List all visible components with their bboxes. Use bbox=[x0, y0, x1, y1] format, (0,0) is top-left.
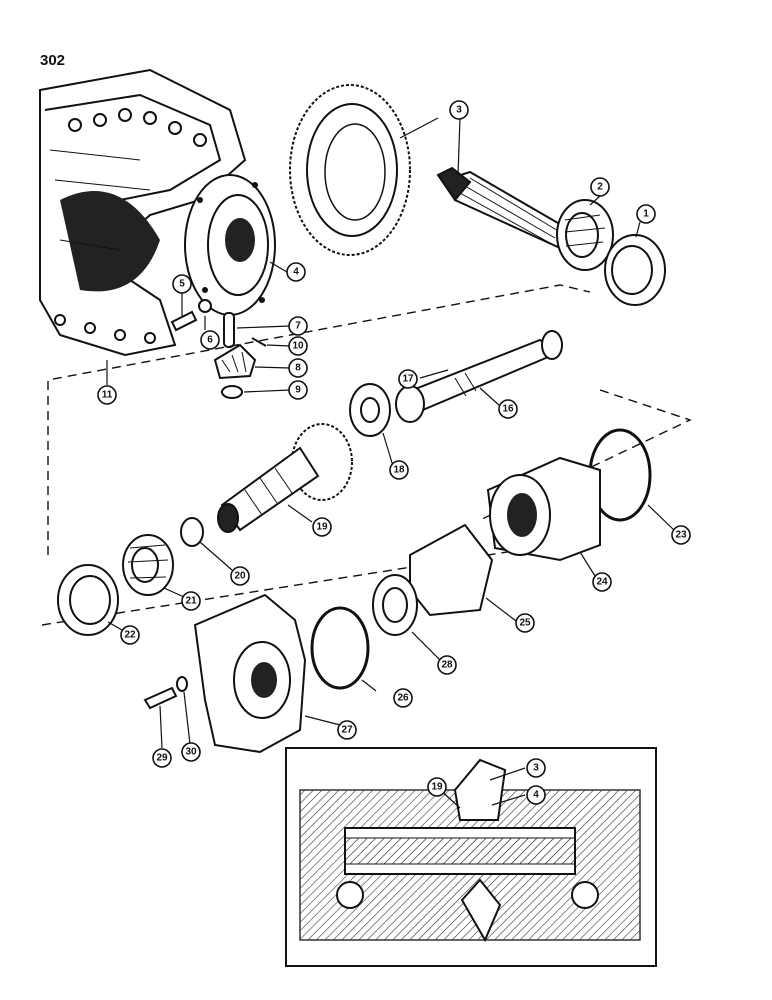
callout-1: 1 bbox=[636, 204, 656, 224]
svg-text:29: 29 bbox=[156, 753, 168, 764]
callout-6: 6 bbox=[200, 330, 220, 350]
svg-text:26: 26 bbox=[397, 693, 409, 704]
inset-callout-4: 4 bbox=[526, 785, 546, 805]
bearing-carrier bbox=[486, 456, 601, 562]
svg-text:2: 2 bbox=[597, 182, 603, 193]
callout-11: 11 bbox=[97, 385, 117, 405]
callout-2: 2 bbox=[590, 177, 610, 197]
svg-text:21: 21 bbox=[185, 596, 197, 607]
callout-22: 22 bbox=[120, 625, 140, 645]
callout-24: 24 bbox=[592, 572, 612, 592]
svg-text:1: 1 bbox=[643, 209, 649, 220]
gasket bbox=[409, 523, 494, 617]
callout-17: 17 bbox=[398, 369, 418, 389]
page-number: 302 bbox=[40, 52, 66, 69]
housing-casting bbox=[39, 68, 247, 357]
inset-callout-19: 19 bbox=[427, 777, 447, 797]
callout-25: 25 bbox=[515, 613, 535, 633]
svg-text:20: 20 bbox=[234, 571, 246, 582]
svg-text:18: 18 bbox=[393, 465, 405, 476]
callout-26: 26 bbox=[393, 688, 413, 708]
callout-29: 29 bbox=[152, 748, 172, 768]
callout-23: 23 bbox=[671, 525, 691, 545]
svg-text:23: 23 bbox=[675, 530, 687, 541]
callout-16: 16 bbox=[498, 399, 518, 419]
svg-text:17: 17 bbox=[402, 374, 414, 385]
callout-10: 10 bbox=[288, 336, 308, 356]
svg-text:5: 5 bbox=[179, 279, 185, 290]
bearing-cup-lower bbox=[57, 564, 119, 636]
callout-21: 21 bbox=[181, 591, 201, 611]
callout-3: 3 bbox=[449, 100, 469, 120]
spacer bbox=[180, 517, 204, 547]
ring-gear bbox=[289, 84, 411, 256]
svg-text:22: 22 bbox=[124, 630, 136, 641]
callout-27: 27 bbox=[337, 720, 357, 740]
callout-9: 9 bbox=[288, 380, 308, 400]
svg-text:10: 10 bbox=[292, 341, 304, 352]
svg-text:16: 16 bbox=[502, 404, 514, 415]
svg-text:6: 6 bbox=[207, 335, 213, 346]
svg-text:19: 19 bbox=[316, 522, 328, 533]
svg-text:11: 11 bbox=[102, 390, 113, 401]
callout-4: 4 bbox=[286, 262, 306, 282]
spur-gear bbox=[217, 423, 353, 533]
thrust-washer bbox=[349, 383, 391, 437]
callout-30: 30 bbox=[181, 742, 201, 762]
svg-text:24: 24 bbox=[596, 577, 608, 588]
bolt-and-washer bbox=[143, 676, 188, 710]
svg-text:25: 25 bbox=[519, 618, 531, 629]
svg-text:7: 7 bbox=[295, 321, 301, 332]
bearing-cone bbox=[556, 199, 614, 271]
svg-text:3: 3 bbox=[533, 763, 539, 774]
callout-20: 20 bbox=[230, 566, 250, 586]
svg-text:28: 28 bbox=[441, 660, 453, 671]
leader-lines bbox=[106, 117, 677, 809]
axle-shaft bbox=[395, 330, 563, 423]
bearing-cup bbox=[604, 234, 666, 306]
inset-cross-section bbox=[285, 747, 657, 967]
callout-28: 28 bbox=[437, 655, 457, 675]
svg-text:27: 27 bbox=[341, 725, 353, 736]
svg-text:4: 4 bbox=[293, 267, 299, 278]
svg-text:8: 8 bbox=[295, 363, 301, 374]
svg-text:19: 19 bbox=[431, 782, 443, 793]
svg-text:4: 4 bbox=[533, 790, 539, 801]
o-ring-small bbox=[310, 606, 370, 690]
svg-text:3: 3 bbox=[456, 105, 462, 116]
callout-19: 19 bbox=[312, 517, 332, 537]
seal bbox=[372, 574, 418, 636]
callout-5: 5 bbox=[172, 274, 192, 294]
callout-18: 18 bbox=[389, 460, 409, 480]
small-parts bbox=[170, 299, 267, 399]
inset-callout-3: 3 bbox=[526, 758, 546, 778]
pinion-shaft bbox=[436, 166, 572, 250]
svg-text:30: 30 bbox=[185, 747, 197, 758]
callout-8: 8 bbox=[288, 358, 308, 378]
roller-bearing bbox=[122, 534, 174, 596]
svg-text:9: 9 bbox=[295, 385, 301, 396]
cover-housing bbox=[193, 593, 307, 754]
callout-7: 7 bbox=[288, 316, 308, 336]
differential-case bbox=[184, 174, 276, 316]
